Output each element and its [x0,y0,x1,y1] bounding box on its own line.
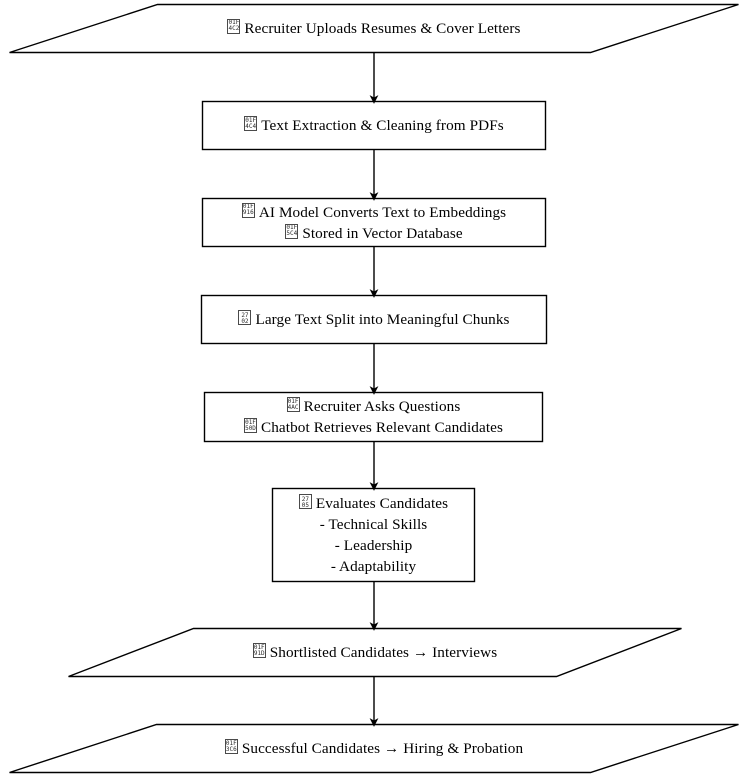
node-upload-shape[interactable] [9,3,739,54]
node-hire-shape[interactable] [9,723,739,774]
node-extract-shape[interactable] [201,100,547,151]
node-embed-shape[interactable] [201,197,547,248]
node-chunk-shape[interactable] [200,294,548,345]
node-evaluate-shape[interactable] [271,487,476,583]
node-retrieve-shape[interactable] [203,391,544,443]
node-shortlist-shape[interactable] [68,627,682,678]
